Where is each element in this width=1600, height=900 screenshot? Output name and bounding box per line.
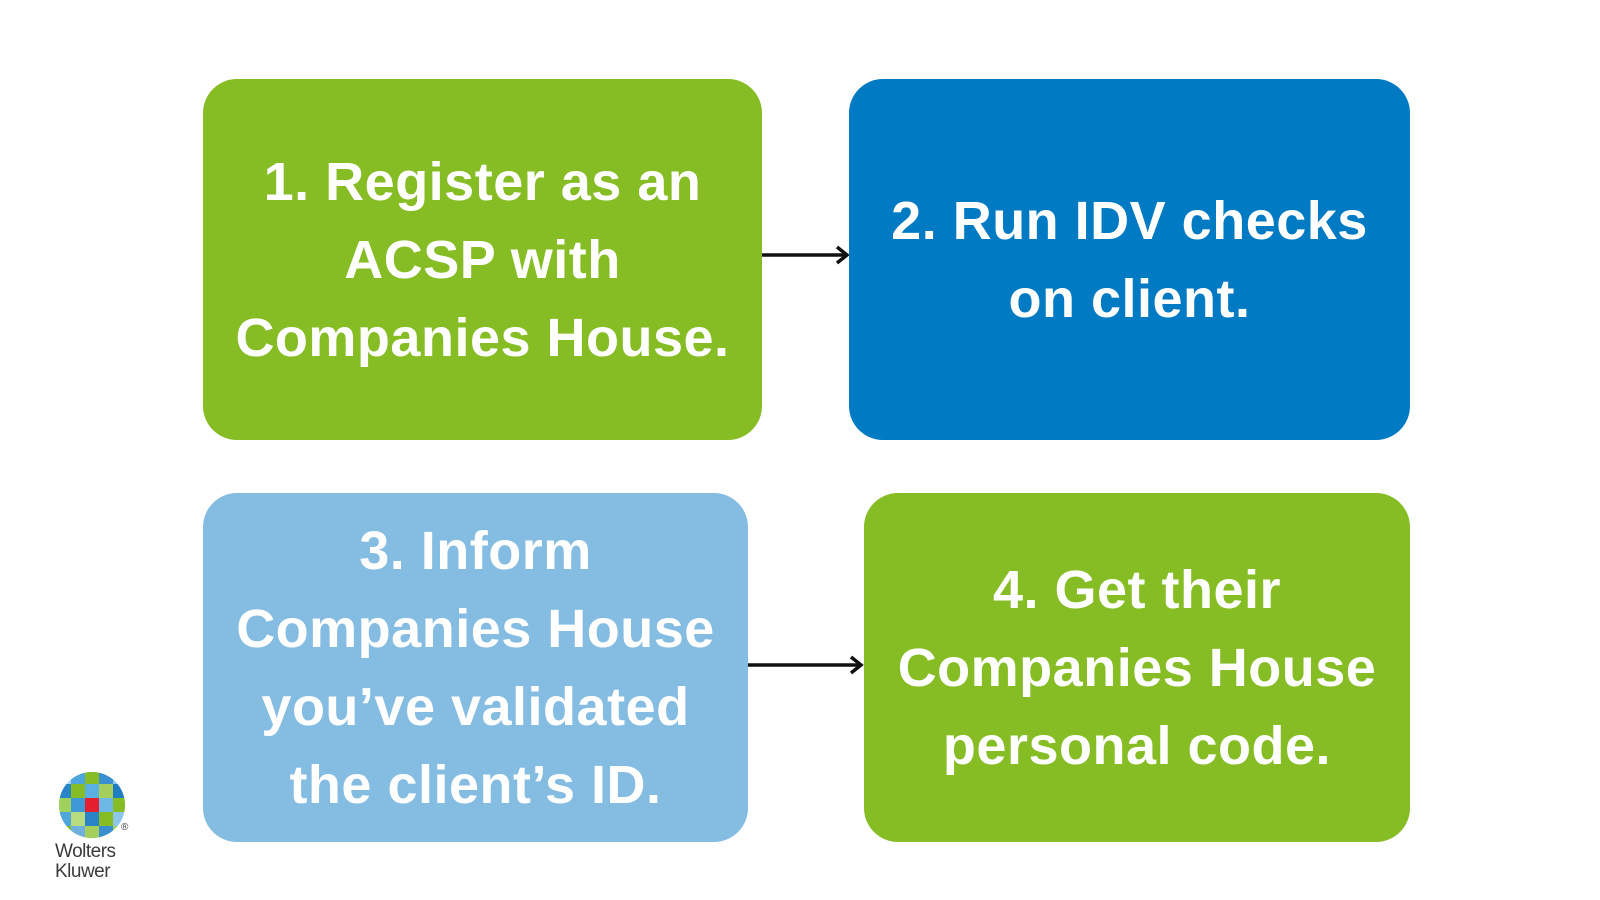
arrow-right-icon [762,245,850,265]
step-2-text: 2. Run IDV checks on client. [891,190,1368,329]
arrow-right-icon [748,655,864,675]
wolters-kluwer-logo: ® Wolters Kluwer [55,770,145,888]
logo-line-2: Kluwer [55,861,111,882]
step-4-box: 4. Get their Companies House personal co… [864,493,1410,842]
registered-mark: ® [121,822,129,833]
step-1-box: 1. Register as an ACSP with Companies Ho… [203,79,762,440]
step-4-text: 4. Get their Companies House personal co… [897,559,1377,776]
step-1-text: 1. Register as an ACSP with Companies Ho… [235,151,730,368]
wolters-kluwer-logo-icon [59,772,125,838]
step-2-box: 2. Run IDV checks on client. [849,79,1410,440]
step-3-box: 3. Inform Companies House you’ve validat… [203,493,748,842]
logo-wordmark: Wolters Kluwer [55,842,116,882]
step-3-text: 3. Inform Companies House you’ve validat… [236,520,715,815]
logo-line-1: Wolters [55,841,116,862]
